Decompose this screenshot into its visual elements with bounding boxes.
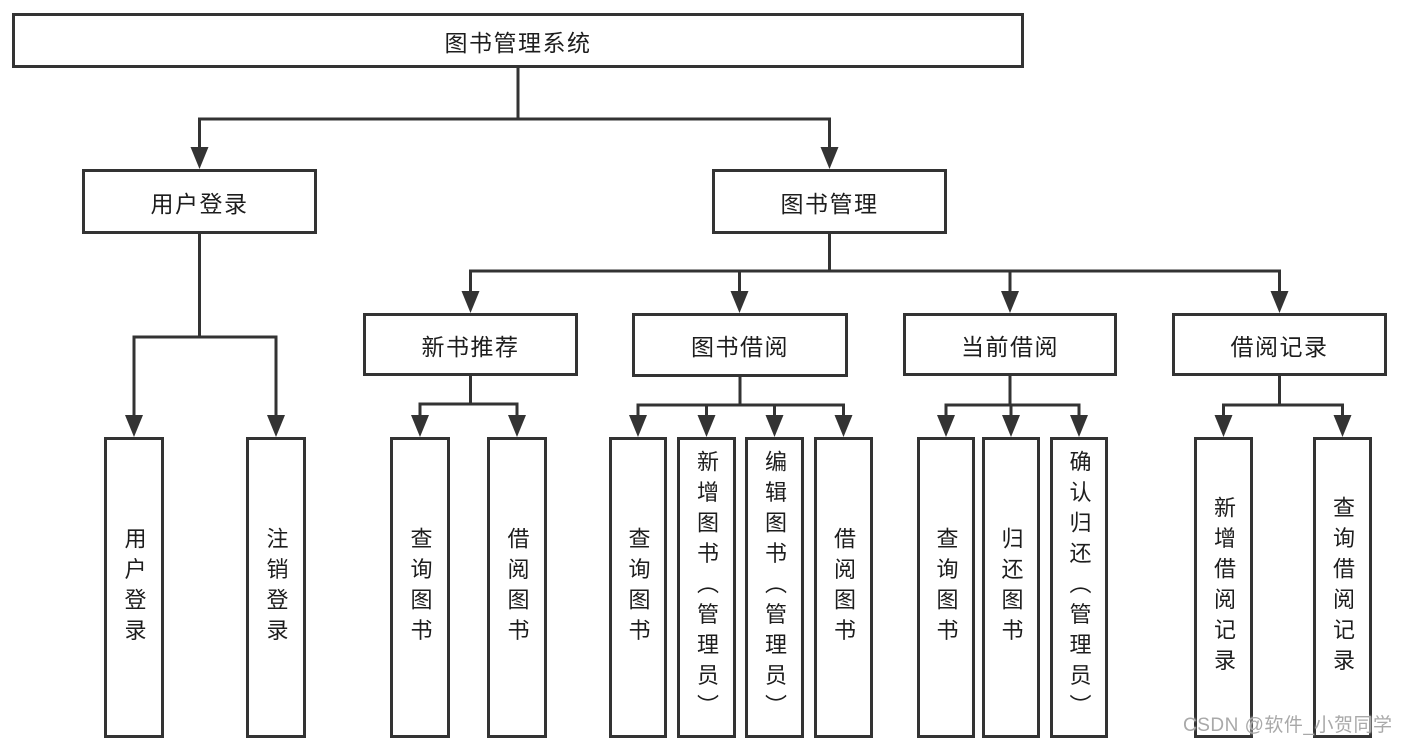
leaf-borrow-books-2: 借阅图书 <box>814 437 873 738</box>
arrowhead <box>629 415 647 437</box>
node-label: 查询借阅记录 <box>1330 496 1356 679</box>
node-label: 查询图书 <box>407 526 433 649</box>
node-label: 图书借阅 <box>691 334 789 360</box>
node-book-management: 图书管理 <box>712 169 947 234</box>
leaf-edit-books-admin: 编辑图书（管理员） <box>745 437 804 738</box>
arrowhead <box>461 291 480 313</box>
arrowhead <box>1214 415 1233 437</box>
arrowhead <box>190 147 209 169</box>
arrowhead <box>411 415 429 437</box>
node-label: 图书管理 <box>780 190 879 217</box>
arrowhead <box>765 415 784 437</box>
node-label: 注销登录 <box>263 526 289 649</box>
leaf-return-books: 归还图书 <box>982 437 1040 738</box>
node-label: 编辑图书（管理员） <box>762 450 788 725</box>
connector-borrowrecords-to-leaves <box>1214 374 1352 437</box>
arrowhead <box>267 415 285 437</box>
node-label: 新增借阅记录 <box>1211 496 1237 679</box>
node-root-label: 图书管理系统 <box>444 29 592 56</box>
node-label: 新增图书（管理员） <box>694 450 720 725</box>
node-label: 确认归还（管理员） <box>1066 450 1092 725</box>
leaf-query-books-3: 查询图书 <box>917 437 975 738</box>
connector-line <box>132 232 278 421</box>
leaf-borrow-books-1: 借阅图书 <box>487 437 547 738</box>
node-label: 用户登录 <box>121 526 147 649</box>
arrowhead <box>937 415 955 437</box>
leaf-user-login: 用户登录 <box>104 437 164 738</box>
node-label: 归还图书 <box>998 526 1024 649</box>
connector-line <box>636 375 845 421</box>
connector-line <box>944 374 1081 421</box>
leaf-confirm-return-admin: 确认归还（管理员） <box>1050 437 1108 738</box>
arrowhead <box>1002 415 1020 437</box>
leaf-query-books-2: 查询图书 <box>609 437 667 738</box>
arrowhead <box>820 147 839 169</box>
leaf-query-books-1: 查询图书 <box>390 437 450 738</box>
connector-bookmgmt-to-level3 <box>461 232 1289 313</box>
node-root: 图书管理系统 <box>12 13 1024 68</box>
connector-newbookrec-to-leaves <box>411 374 526 437</box>
leaf-query-borrow-record: 查询借阅记录 <box>1313 437 1372 738</box>
node-new-book-recommend: 新书推荐 <box>363 313 578 376</box>
connector-line <box>1222 374 1344 421</box>
connector-currentborrow-to-leaves <box>937 374 1088 437</box>
node-user-login: 用户登录 <box>82 169 317 234</box>
arrowhead <box>697 415 716 437</box>
arrowhead <box>1270 291 1289 313</box>
node-borrowing-records: 借阅记录 <box>1172 313 1387 376</box>
node-label: 借阅图书 <box>831 526 857 649</box>
node-label: 借阅图书 <box>504 526 530 649</box>
connector-line <box>469 232 1281 297</box>
connector-line <box>198 66 831 153</box>
arrowhead <box>1001 291 1019 313</box>
arrowhead <box>1070 415 1088 437</box>
node-label: 用户登录 <box>150 190 249 217</box>
arrowhead <box>508 415 526 437</box>
node-label: 新书推荐 <box>421 333 520 360</box>
watermark: CSDN @软件_小贺同学 <box>1183 715 1393 736</box>
arrowhead <box>125 415 143 437</box>
node-label: 借阅记录 <box>1230 333 1329 360</box>
leaf-logout: 注销登录 <box>246 437 306 738</box>
arrowhead <box>1333 415 1352 437</box>
connector-bookborrow-to-leaves <box>629 375 853 437</box>
arrowhead <box>730 291 749 313</box>
node-label: 查询图书 <box>933 526 959 649</box>
node-book-borrowing: 图书借阅 <box>632 313 848 377</box>
node-label: 查询图书 <box>625 526 651 649</box>
node-current-borrowing: 当前借阅 <box>903 313 1117 376</box>
connector-userlogin-to-leaves <box>125 232 285 437</box>
leaf-add-books-admin: 新增图书（管理员） <box>677 437 736 738</box>
arrowhead <box>834 415 853 437</box>
connector-line <box>418 374 519 421</box>
connector-root-to-level2 <box>190 66 839 169</box>
node-label: 当前借阅 <box>961 333 1059 360</box>
leaf-add-borrow-record: 新增借阅记录 <box>1194 437 1253 738</box>
